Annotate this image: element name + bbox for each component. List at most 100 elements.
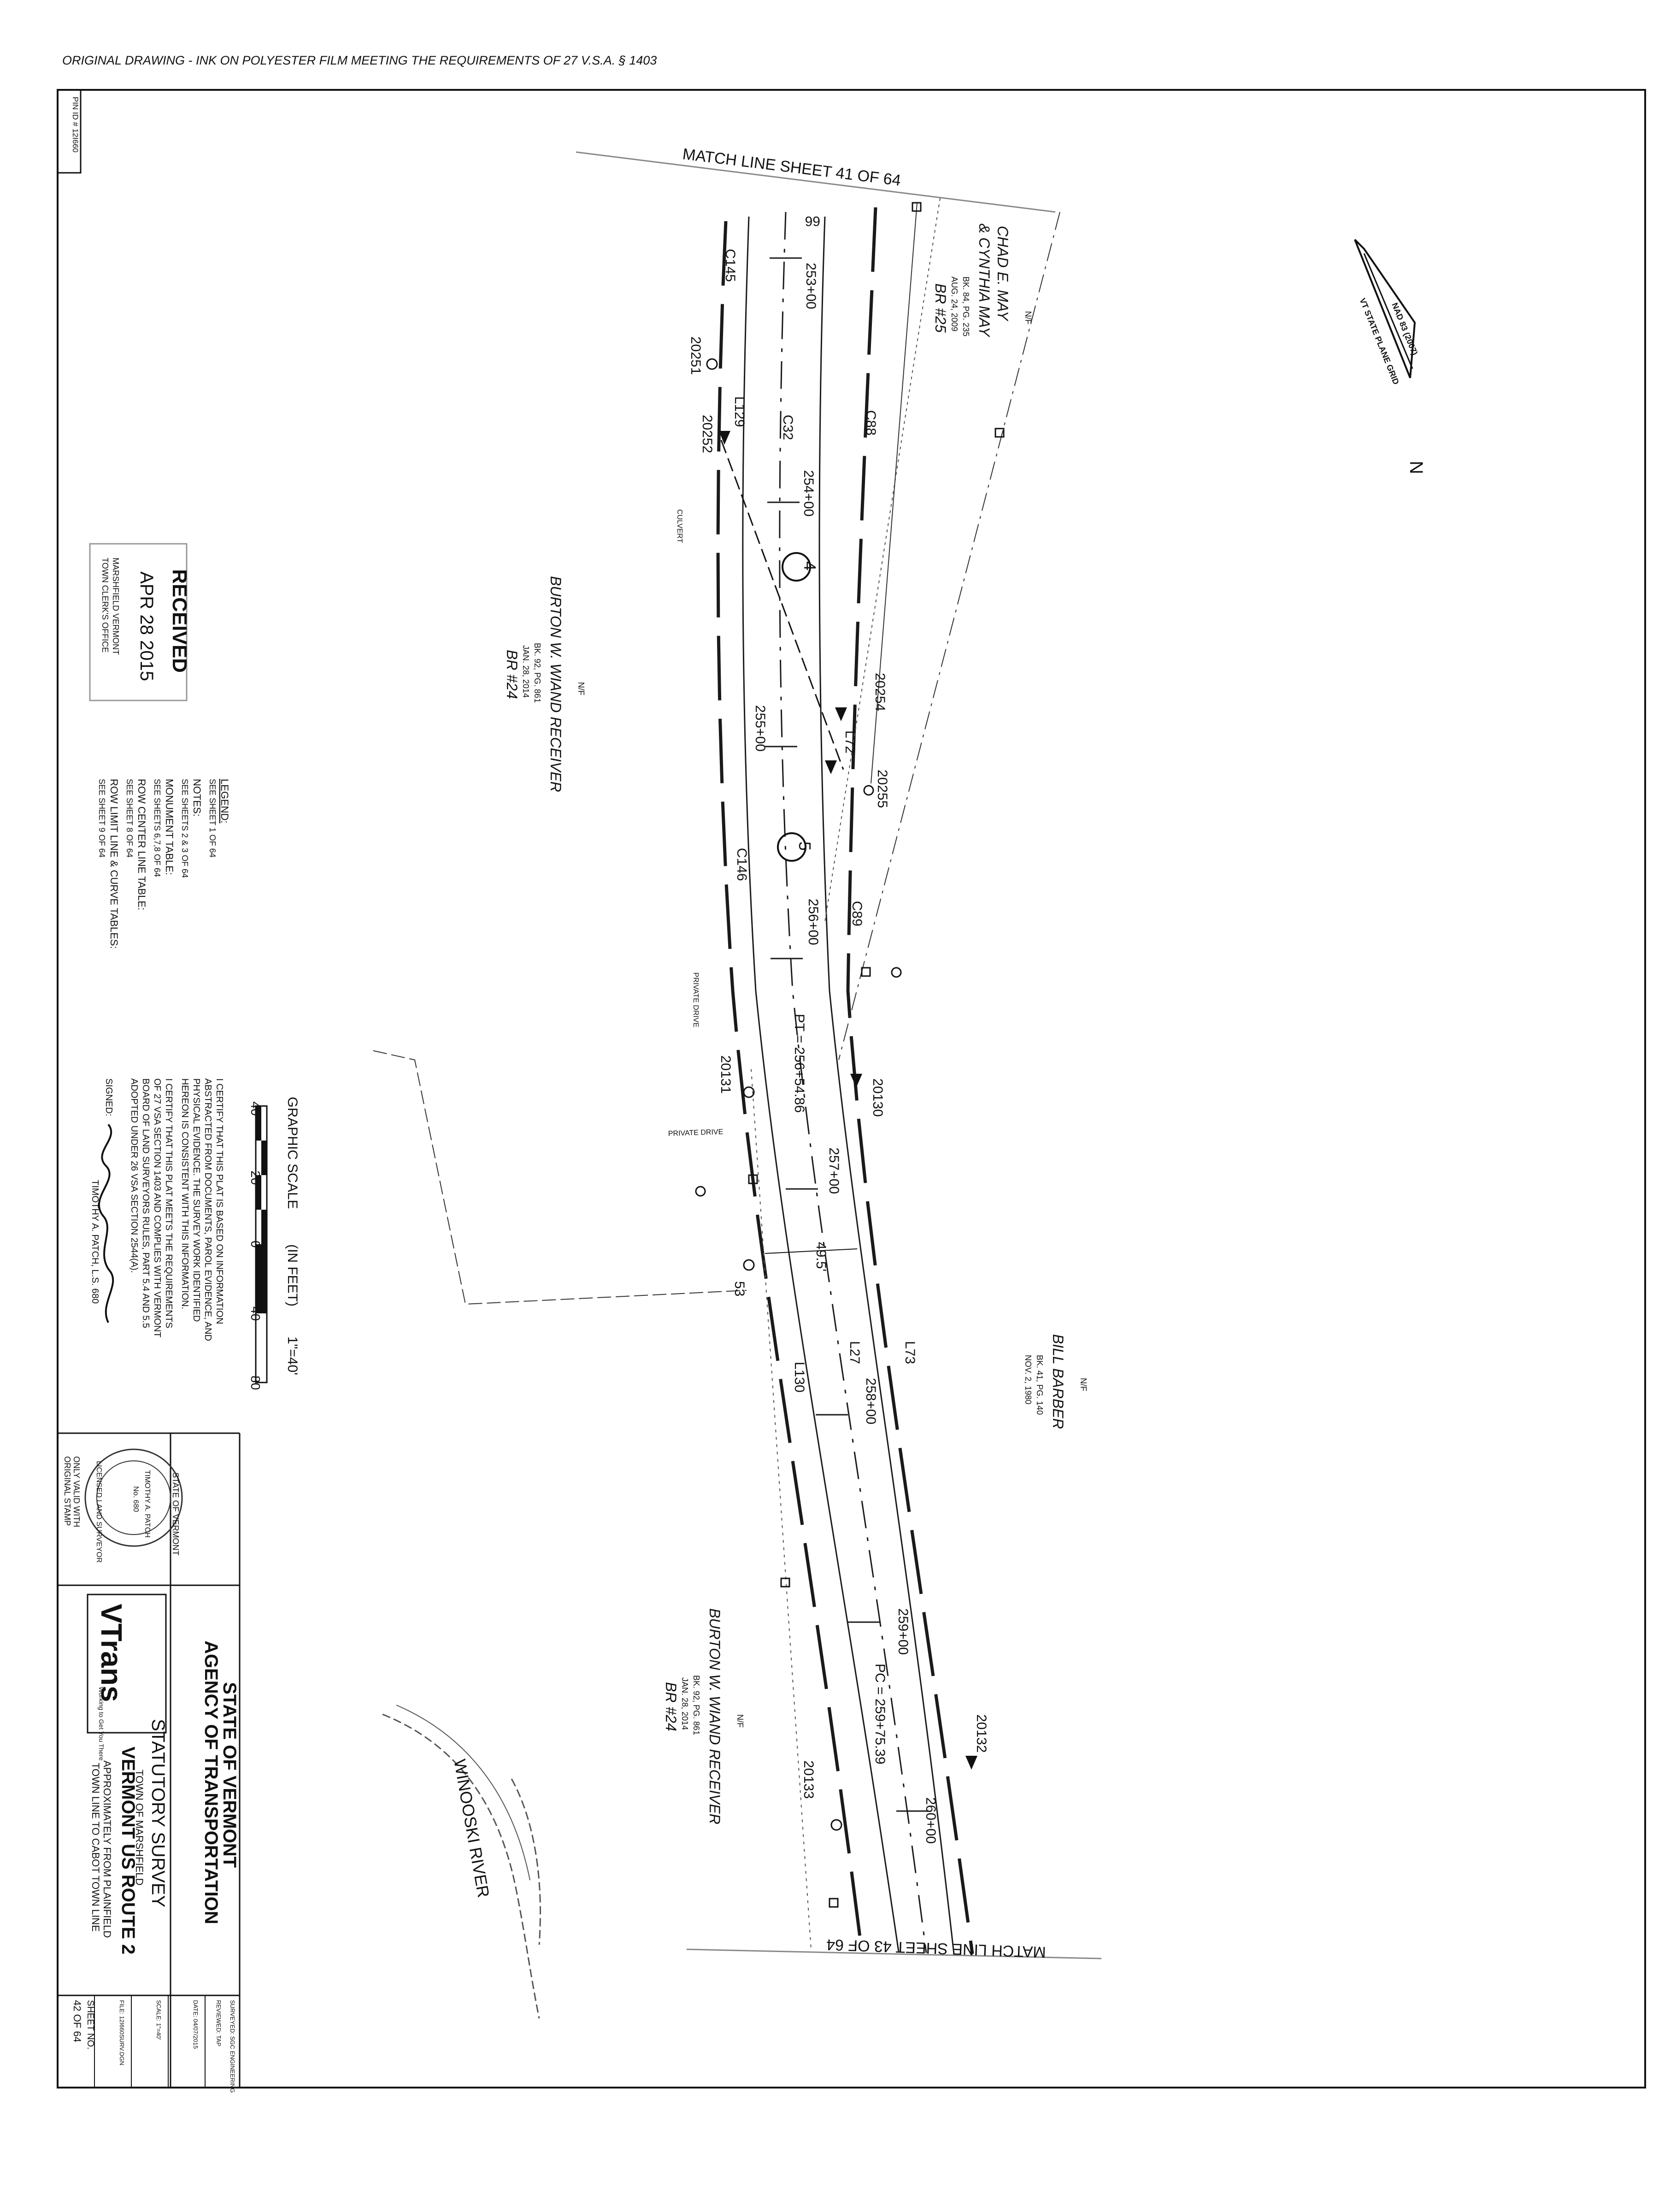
private-drive-2: PRIVATE DRIVE xyxy=(668,1128,724,1138)
label-c88: C88 xyxy=(863,410,878,435)
point-53: 53 xyxy=(732,1281,747,1296)
ref-66: 66 xyxy=(805,213,820,229)
owner-may-name2: & CYNTHIA MAY xyxy=(976,224,993,338)
monument-circles xyxy=(695,358,902,1831)
monument-squares xyxy=(748,202,1005,1908)
owner-barber-name: BILL BARBER xyxy=(1050,1334,1066,1429)
point-20251: 20251 xyxy=(688,336,703,375)
pavement-edge-left xyxy=(742,216,900,1952)
pin-text: PIN ID # 12I660 xyxy=(71,97,80,153)
plan-annotations: MATCH LINE SHEET 41 OF 64 MATCH LINE SHE… xyxy=(450,145,1046,1961)
svg-text:AUG. 24, 2009: AUG. 24, 2009 xyxy=(950,276,959,331)
point-20252: 20252 xyxy=(700,415,715,453)
svg-text:I CERTIFY THAT THIS PLAT MEETS: I CERTIFY THAT THIS PLAT MEETS THE REQUI… xyxy=(164,1078,174,1328)
pavement-edge-right xyxy=(818,216,955,1954)
svg-text:LEGEND:: LEGEND: xyxy=(219,779,230,824)
title-block: STATE OF VERMONT AGENCY OF TRANSPORTATIO… xyxy=(58,1584,240,1954)
point-20132: 20132 xyxy=(974,1714,989,1753)
svg-text:I CERTIFY THAT THIS PLAT IS BA: I CERTIFY THAT THIS PLAT IS BASED ON INF… xyxy=(214,1078,224,1324)
svg-text:JAN. 28, 2014: JAN. 28, 2014 xyxy=(680,1677,689,1730)
svg-text:ORIGINAL STAMP: ORIGINAL STAMP xyxy=(63,1456,72,1526)
svg-text:SURVEYED: SGC ENGINEERING: SURVEYED: SGC ENGINEERING xyxy=(229,2000,236,2093)
vtrans-tagline: Working to Get You There xyxy=(98,1687,105,1761)
station-253: 253+00 xyxy=(803,263,818,309)
svg-text:ROW LIMIT LINE & CURVE TABLES:: ROW LIMIT LINE & CURVE TABLES: xyxy=(108,779,120,949)
original-drawing-note: ORIGINAL DRAWING - INK ON POLYESTER FILM… xyxy=(62,53,657,67)
parcel-circle-5 xyxy=(777,832,806,862)
vtrans-logo-box xyxy=(87,1594,167,1734)
label-c146: C146 xyxy=(734,848,749,881)
point-20133: 20133 xyxy=(801,1760,816,1799)
svg-text:80: 80 xyxy=(248,1376,263,1390)
svg-text:No. 680: No. 680 xyxy=(132,1486,140,1512)
parcel-circle-4 xyxy=(782,552,811,582)
owner-wiand-north: N/F BURTON W. WIAND RECEIVER BK. 92, PG.… xyxy=(504,576,586,792)
signature xyxy=(98,1124,114,1323)
point-20255: 20255 xyxy=(875,770,890,808)
point-20254: 20254 xyxy=(872,673,888,711)
svg-text:APR 28 2015: APR 28 2015 xyxy=(136,571,157,681)
svg-text:40: 40 xyxy=(248,1306,263,1321)
owner-barber: N/F BILL BARBER BK. 41, PG. 140 NOV. 2, … xyxy=(1024,1334,1088,1429)
svg-text:TOWN CLERK'S OFFICE: TOWN CLERK'S OFFICE xyxy=(100,558,110,653)
svg-text:ADOPTED UNDER 26 VSA SECTION 2: ADOPTED UNDER 26 VSA SECTION 2544(A). xyxy=(129,1078,139,1273)
svg-text:SCALE: 1"=40': SCALE: 1"=40' xyxy=(155,2000,162,2040)
property-line-east xyxy=(871,202,918,784)
owner-may: N/F CHAD E. MAY & CYNTHIA MAY BK. 84, PG… xyxy=(932,224,1033,338)
match-line-bottom-label: MATCH LINE SHEET 43 OF 64 xyxy=(826,1936,1046,1961)
private-drive-1: PRIVATE DRIVE xyxy=(692,972,700,1027)
svg-text:SEE SHEETS 2 & 3 OF 64: SEE SHEETS 2 & 3 OF 64 xyxy=(180,779,189,878)
svg-text:GRAPHIC SCALE: GRAPHIC SCALE xyxy=(285,1097,300,1209)
svg-text:N/F: N/F xyxy=(735,1714,745,1728)
title-approx2: TOWN LINE TO CABOT TOWN LINE xyxy=(90,1763,101,1932)
svg-text:BOARD OF LAND SURVEYORS RULES,: BOARD OF LAND SURVEYORS RULES, PART 5.4 … xyxy=(141,1078,151,1328)
station-256: 256+00 xyxy=(806,899,821,945)
svg-text:SEE SHEET 9 OF 64: SEE SHEET 9 OF 64 xyxy=(97,779,106,858)
pc-label: PC = 259+75.39 xyxy=(872,1664,888,1765)
received-stamp: RECEIVED APR 28 2015 MARSHFIELD VERMONT … xyxy=(89,543,191,701)
width-dimension xyxy=(765,1248,858,1254)
pin-box: PIN ID # 12I660 xyxy=(57,89,82,174)
match-line-bottom xyxy=(686,1948,1102,1959)
sheet-border xyxy=(57,89,1646,2088)
certification-block: I CERTIFY THAT THIS PLAT IS BASED ON INF… xyxy=(90,1078,224,1341)
station-259: 259+00 xyxy=(895,1608,911,1655)
station-254: 254+00 xyxy=(801,470,816,517)
svg-text:STATE OF VERMONT: STATE OF VERMONT xyxy=(171,1472,180,1555)
svg-text:MONUMENT TABLE:: MONUMENT TABLE: xyxy=(164,779,175,875)
point-20131: 20131 xyxy=(718,1055,733,1094)
svg-text:RECEIVED: RECEIVED xyxy=(168,569,191,673)
station-ticks xyxy=(765,257,929,1812)
north-letter: N xyxy=(1406,461,1426,474)
svg-text:BK. 84, PG. 235: BK. 84, PG. 235 xyxy=(961,276,971,336)
info-block: SURVEYED: SGC ENGINEERING REVIEWED: TAP … xyxy=(58,1994,240,2093)
svg-text:MARSHFIELD VERMONT: MARSHFIELD VERMONT xyxy=(111,558,120,655)
svg-text:TIMOTHY A. PATCH, L.S. 680: TIMOTHY A. PATCH, L.S. 680 xyxy=(90,1180,100,1304)
title-state: STATE OF VERMONT xyxy=(219,1682,240,1868)
svg-text:FILE: 12I660SURV.DGN: FILE: 12I660SURV.DGN xyxy=(118,2000,125,2065)
owner-wiand-name: BURTON W. WIAND RECEIVER xyxy=(547,576,564,792)
title-agency: AGENCY OF TRANSPORTATION xyxy=(201,1641,221,1924)
roadway-plan xyxy=(373,151,1102,2019)
svg-text:(IN FEET): (IN FEET) xyxy=(285,1244,300,1306)
station-255: 255+00 xyxy=(753,705,768,752)
svg-text:HEREON IS CONSISTENT WITH THIS: HEREON IS CONSISTENT WITH THIS INFORMATI… xyxy=(180,1078,190,1309)
river-bank-east xyxy=(396,1705,530,1881)
svg-text:BURTON W. WIAND RECEIVER: BURTON W. WIAND RECEIVER xyxy=(706,1608,723,1824)
centerline xyxy=(779,212,927,1953)
monument-triangles xyxy=(719,431,977,1770)
title-town: TOWN OF MARSHFIELD xyxy=(134,1770,145,1885)
river-label: WINOOSKI RIVER xyxy=(450,1758,493,1899)
tie-line xyxy=(720,440,844,770)
svg-text:N/F: N/F xyxy=(577,682,586,695)
svg-text:LICENSED LAND SURVEYOR: LICENSED LAND SURVEYOR xyxy=(95,1461,103,1563)
label-c89: C89 xyxy=(849,901,865,926)
svg-text:NOV. 2, 1980: NOV. 2, 1980 xyxy=(1024,1355,1033,1404)
owner-may-parcel: BR #25 xyxy=(932,283,949,333)
svg-text:N/F: N/F xyxy=(1079,1378,1088,1391)
svg-text:OF 27 VSA SECTION 1403 AND COM: OF 27 VSA SECTION 1403 AND COMPLIES WITH… xyxy=(152,1078,162,1337)
match-line-top-label: MATCH LINE SHEET 41 OF 64 xyxy=(682,145,902,189)
svg-text:BR #24: BR #24 xyxy=(663,1682,679,1731)
property-line-diagonal xyxy=(838,212,1060,1060)
svg-text:20: 20 xyxy=(248,1171,263,1185)
